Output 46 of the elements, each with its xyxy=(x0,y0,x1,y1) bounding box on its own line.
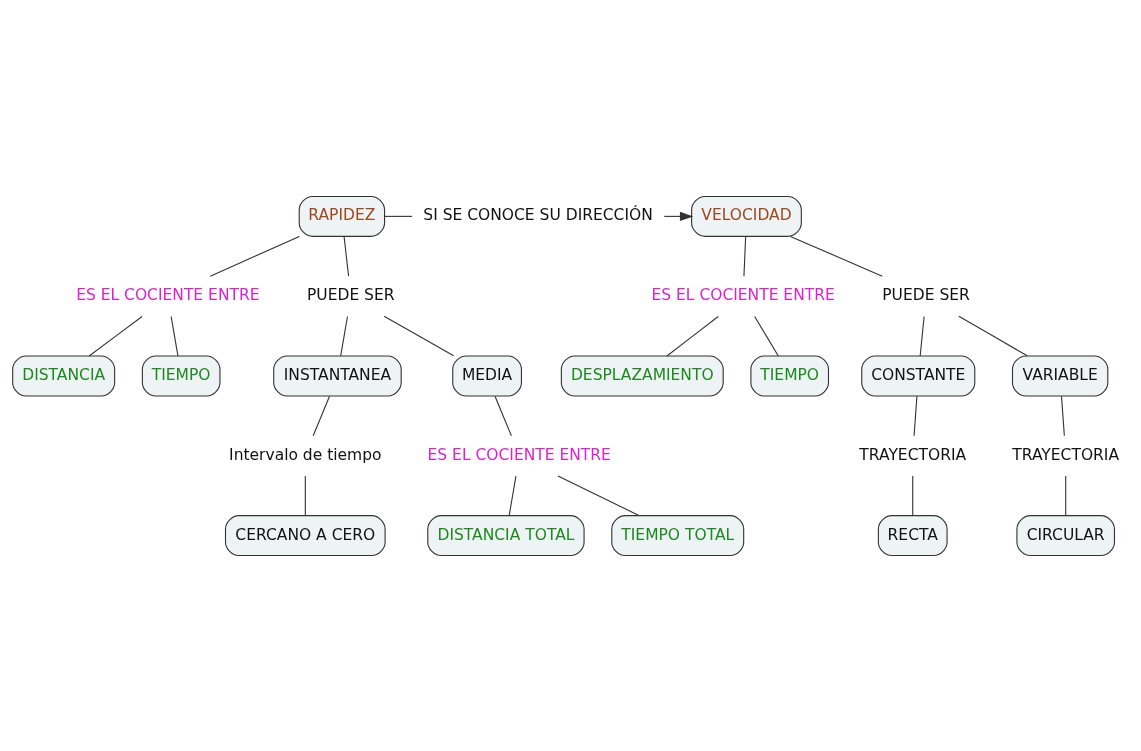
node-box: CONSTANTE xyxy=(861,355,976,396)
connector xyxy=(789,235,883,277)
node-box: MEDIA xyxy=(452,355,522,396)
connector xyxy=(170,315,179,356)
connector xyxy=(312,395,331,436)
connector xyxy=(666,315,719,356)
connector xyxy=(209,235,300,277)
connector xyxy=(383,315,455,356)
connector xyxy=(340,315,348,356)
connector xyxy=(912,475,914,516)
node-box: DISTANCIA TOTAL xyxy=(427,514,585,556)
connector xyxy=(958,315,1028,356)
node-box: TIEMPO TOTAL xyxy=(611,514,745,556)
node-box: DESPLAZAMIENTO xyxy=(560,355,724,396)
node-box: RAPIDEZ xyxy=(298,195,386,237)
connector xyxy=(304,475,306,516)
connector xyxy=(508,475,517,516)
connector xyxy=(1060,395,1065,436)
node-text: SI SE CONOCE SU DIRECCIÓN xyxy=(423,205,653,224)
connector xyxy=(557,474,640,516)
node-text: ES EL COCIENTE ENTRE xyxy=(651,285,835,304)
connector xyxy=(913,395,918,436)
node-box: CERCANO A CERO xyxy=(224,514,386,556)
connector xyxy=(384,215,413,217)
node-box: VELOCIDAD xyxy=(691,195,802,237)
node-text: TRAYECTORIA xyxy=(1012,445,1120,464)
node-box: VARIABLE xyxy=(1011,355,1109,396)
node-box: DISTANCIA xyxy=(12,355,116,396)
node-box: INSTANTANEA xyxy=(273,355,402,396)
connector xyxy=(919,315,925,356)
node-text: ES EL COCIENTE ENTRE xyxy=(427,445,611,464)
connector xyxy=(88,315,143,356)
node-box: TIEMPO xyxy=(750,355,830,396)
connector xyxy=(754,315,779,356)
node-text: Intervalo de tiempo xyxy=(229,445,382,464)
node-text: ES EL COCIENTE ENTRE xyxy=(76,285,260,304)
connector xyxy=(1065,475,1067,516)
node-text: TRAYECTORIA xyxy=(859,445,967,464)
connector xyxy=(343,235,350,277)
connector xyxy=(494,395,512,436)
connector xyxy=(743,235,747,277)
node-text: PUEDE SER xyxy=(306,285,395,304)
node-box: TIEMPO xyxy=(141,355,221,396)
node-box: RECTA xyxy=(877,514,948,556)
node-box: CIRCULAR xyxy=(1016,514,1115,556)
node-text: PUEDE SER xyxy=(882,285,970,304)
